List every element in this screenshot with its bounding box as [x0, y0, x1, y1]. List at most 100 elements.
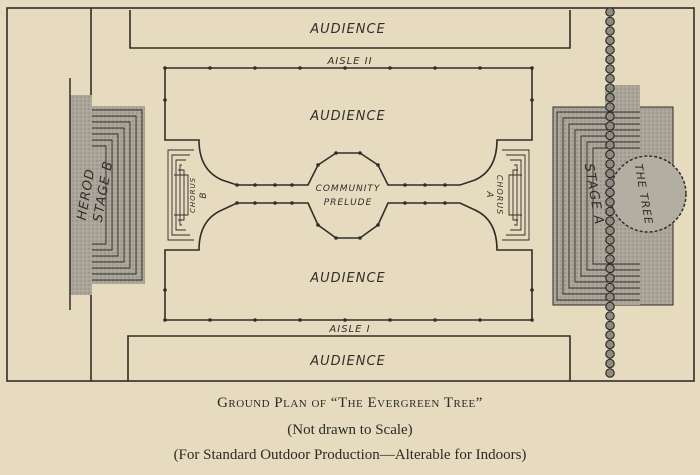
fence-post	[343, 66, 347, 70]
hedge-bead	[605, 301, 615, 312]
hedge-bead	[605, 263, 615, 274]
hedge-bead	[605, 178, 615, 188]
hedge-bead	[605, 159, 615, 169]
fence-post	[433, 318, 437, 322]
main-audience-enclosure	[164, 67, 533, 186]
label-chorus-a-letter: A	[484, 190, 494, 198]
hedge-bead	[605, 26, 615, 36]
label-audience-lower: AUDIENCE	[309, 271, 385, 286]
hedge-bead	[605, 273, 615, 283]
fence-post	[316, 223, 320, 227]
fence-post	[253, 201, 257, 205]
fence-post	[423, 183, 427, 187]
hedge-bead	[605, 7, 615, 17]
stage-a	[552, 85, 687, 306]
fence-post	[298, 66, 302, 70]
fence-post	[343, 318, 347, 322]
fence-post	[423, 201, 427, 205]
hedge-bead	[605, 320, 615, 331]
hedge-bead	[605, 282, 615, 293]
hedge-bead	[605, 235, 615, 245]
hedge-bead	[605, 254, 615, 264]
fence-post	[163, 98, 167, 102]
label-prelude: PRELUDE	[324, 198, 373, 208]
hedge-bead	[605, 187, 615, 198]
hedge-bead	[605, 168, 615, 179]
hedge-bead	[605, 64, 615, 74]
fence-post	[253, 183, 257, 187]
fence-post	[433, 66, 437, 70]
fence-post	[403, 201, 407, 205]
fence-post	[530, 66, 534, 70]
hedge-bead	[605, 121, 615, 131]
top-audience-area	[129, 10, 571, 49]
hedge-bead	[605, 197, 615, 207]
fence-post	[253, 66, 257, 70]
fence-post	[443, 201, 447, 205]
hedge-bead	[605, 311, 615, 321]
fence-post	[253, 318, 257, 322]
ground-plan-diagram: AUDIENCE AISLE II AUDIENCE COMMUNITY PRE…	[6, 7, 695, 382]
hedge-bead	[605, 73, 615, 84]
fence-post	[208, 318, 212, 322]
hedge-bead	[605, 358, 615, 369]
hedge-bead	[605, 149, 615, 160]
fence-post	[208, 66, 212, 70]
fence-post	[163, 318, 167, 322]
bottom-audience-area	[127, 335, 571, 381]
hedge-bead	[605, 45, 615, 55]
hedge-bead	[605, 111, 615, 122]
hedge-bead	[605, 292, 615, 302]
hedge-bead	[605, 35, 615, 46]
label-audience-top-outer: AUDIENCE	[309, 22, 385, 37]
hedge-bead	[605, 330, 615, 340]
fence-post	[273, 201, 277, 205]
fence-post	[163, 288, 167, 292]
fence-post	[530, 288, 534, 292]
hedge-bead	[605, 225, 615, 236]
hedge-bead	[605, 102, 615, 112]
fence-post	[163, 66, 167, 70]
fence-post	[388, 66, 392, 70]
hedge-bead	[605, 54, 615, 65]
hedge-bead	[605, 130, 615, 141]
fence-post	[298, 318, 302, 322]
fence-post	[530, 98, 534, 102]
fence-post	[376, 223, 380, 227]
fence-post	[478, 66, 482, 70]
caption-subtitle: (For Standard Outdoor Production—Alterab…	[173, 447, 527, 463]
fence-post	[316, 163, 320, 167]
fence-post	[443, 183, 447, 187]
fence-post	[388, 318, 392, 322]
fence-post	[530, 318, 534, 322]
fence-post	[235, 201, 239, 205]
label-audience-upper: AUDIENCE	[309, 109, 385, 124]
fence-post	[334, 236, 338, 240]
hedge-bead	[605, 339, 615, 350]
fence-post	[376, 163, 380, 167]
hedge-bead	[605, 349, 615, 359]
hedge-bead	[605, 140, 615, 150]
main-audience-enclosure-lower	[164, 202, 533, 321]
hedge-bead	[605, 216, 615, 226]
hedge-bead	[605, 92, 615, 103]
tree-icon	[609, 155, 687, 233]
fence-post	[334, 151, 338, 155]
fence-post	[478, 318, 482, 322]
label-chorus-a: CHORUS	[495, 175, 504, 215]
fence-post	[235, 183, 239, 187]
hedge-bead	[605, 16, 615, 27]
chorus-a-steps	[502, 149, 530, 241]
fence-post	[358, 151, 362, 155]
hedge-bead	[605, 368, 615, 378]
fence-post	[290, 183, 294, 187]
label-community: COMMUNITY	[316, 184, 381, 194]
fence-post	[273, 183, 277, 187]
fence-post	[403, 183, 407, 187]
caption-note: (Not drawn to Scale)	[287, 422, 413, 438]
label-aisle-ii: AISLE II	[326, 56, 372, 67]
outer-border	[6, 7, 695, 382]
fence-post	[290, 201, 294, 205]
label-chorus-b-letter: B	[199, 191, 209, 198]
chorus-b-steps	[167, 149, 194, 241]
